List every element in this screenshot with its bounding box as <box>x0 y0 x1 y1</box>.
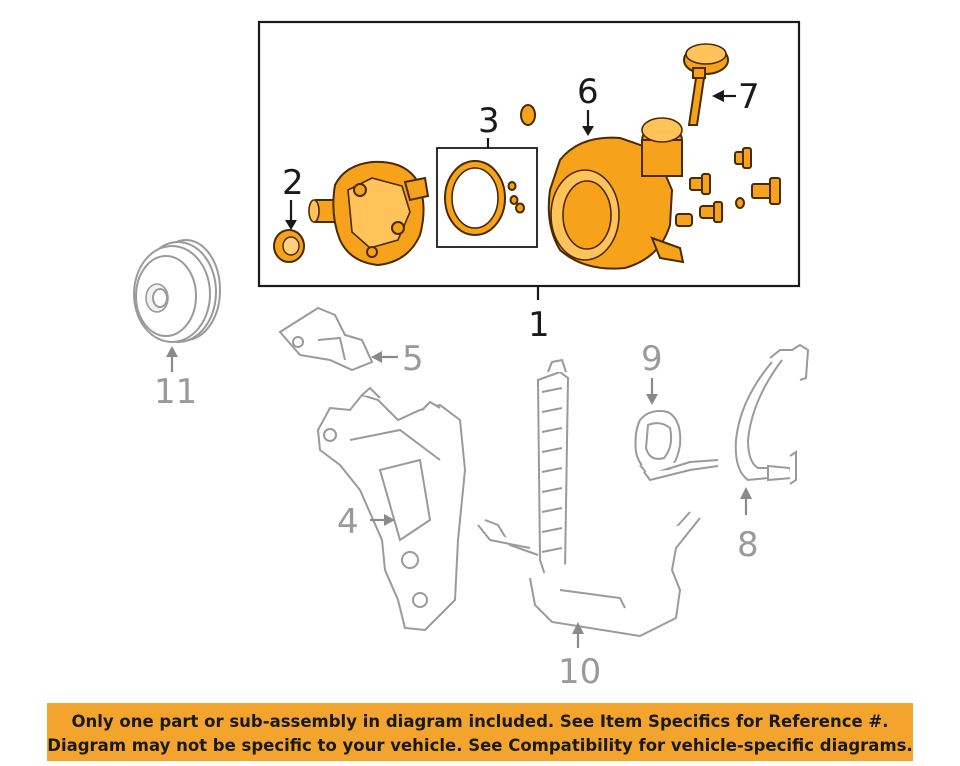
callout-11: 11 <box>154 372 197 412</box>
pump-body-part <box>308 160 430 267</box>
gasket-kit-part <box>444 160 525 236</box>
cooler-hose-part <box>477 358 701 638</box>
o-ring-part <box>520 104 536 126</box>
bracket-small-part <box>278 306 374 372</box>
callout-8: 8 <box>737 525 759 565</box>
callout-5: 5 <box>402 339 424 379</box>
callout-4: 4 <box>337 502 359 542</box>
mounting-bracket-part <box>316 386 467 632</box>
callout-1: 1 <box>528 305 550 345</box>
callout-2: 2 <box>282 163 304 203</box>
pump-assembly-box <box>257 20 801 288</box>
pressure-hose-part <box>734 343 810 485</box>
reservoir-part <box>547 117 685 270</box>
return-hose-part <box>634 410 719 482</box>
dipstick-cap-part <box>683 43 729 126</box>
callout-7: 7 <box>738 77 760 117</box>
callout-6: 6 <box>577 72 599 112</box>
fittings-part <box>675 147 781 227</box>
disclaimer-line-2: Diagram may not be specific to your vehi… <box>47 736 913 755</box>
disclaimer-banner: Only one part or sub-assembly in diagram… <box>47 703 913 761</box>
seal-part <box>273 229 305 263</box>
disclaimer-line-1: Only one part or sub-assembly in diagram… <box>71 712 889 731</box>
pulley-part <box>133 239 221 343</box>
callout-9: 9 <box>641 339 663 379</box>
callout-10: 10 <box>558 652 601 692</box>
gasket-kit-box <box>436 147 538 248</box>
callout-3: 3 <box>478 101 500 141</box>
parts-diagram: 1 2 3 6 <box>133 20 810 692</box>
